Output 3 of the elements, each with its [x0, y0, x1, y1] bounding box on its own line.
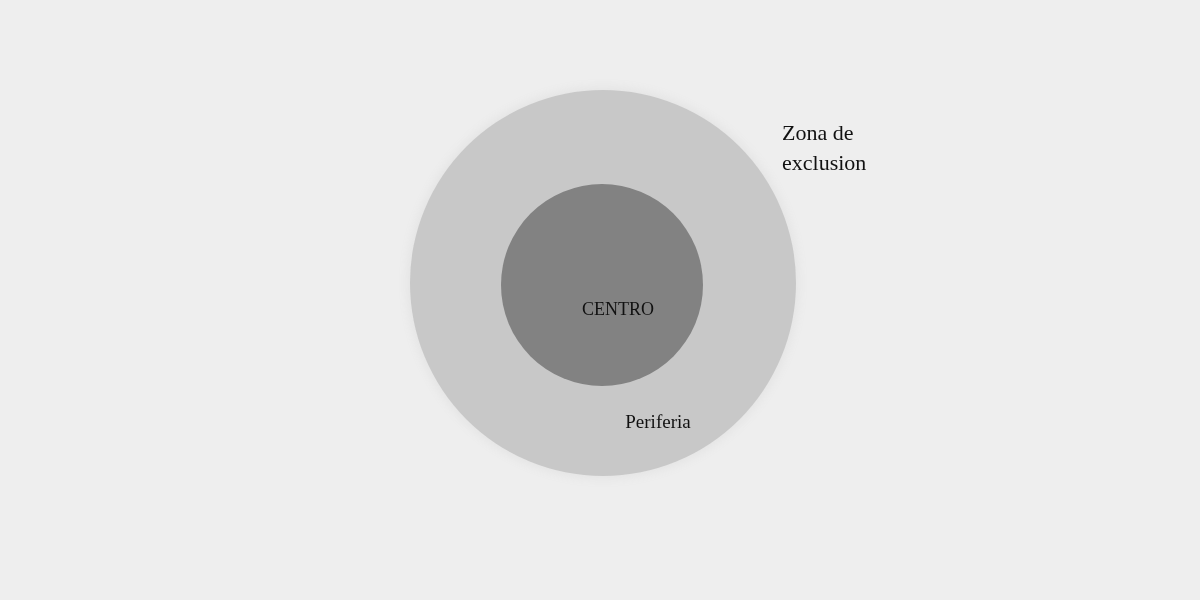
zone-label: CENTRO [582, 298, 654, 320]
zone-label: Zona de exclusion [782, 119, 868, 177]
zone-label: Periferia [625, 411, 691, 433]
